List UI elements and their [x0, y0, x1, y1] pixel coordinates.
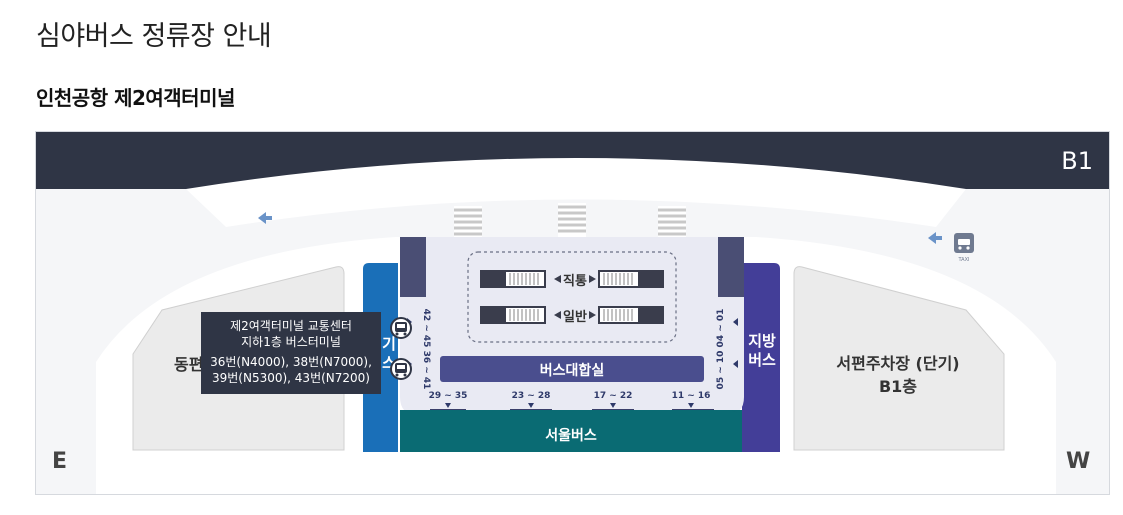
- gate-marker-bottom-4: [688, 403, 694, 408]
- tooltip-line3: 36번(N4000), 38번(N7000),: [210, 355, 372, 369]
- arrow-right-exit-icon: [928, 232, 942, 244]
- gate-marker-bottom-1: [445, 403, 451, 408]
- general-label: 일반: [563, 309, 587, 325]
- gate-marker-bottom-3: [610, 403, 616, 408]
- west-label: W: [1066, 449, 1090, 474]
- escalator-top-3: [658, 206, 686, 240]
- general-escalators: [480, 306, 664, 324]
- gate-marker-bottom-2: [528, 403, 534, 408]
- direct-escalators: [480, 270, 664, 288]
- regional-bus-bay: [742, 263, 780, 452]
- central-hall: [400, 237, 744, 415]
- tooltip-line4: 39번(N5300), 43번(N7200): [211, 371, 370, 385]
- gates-bottom-1: 29 ~ 35: [429, 391, 468, 401]
- gates-left-upper: 42 ~ 45: [421, 309, 431, 348]
- seoul-bus-label: 서울버스: [545, 427, 597, 444]
- gates-right-lower: 05 ~ 10: [716, 351, 726, 390]
- gates-left-lower: 36 ~ 41: [421, 351, 431, 390]
- gates-right-upper: 04 ~ 01: [716, 309, 726, 348]
- west-parking-floor: B1층: [879, 377, 917, 396]
- regional-bus-label2: 버스: [748, 351, 776, 369]
- tooltip-line2: 지하1층 버스터미널: [241, 335, 341, 349]
- map-drawing: TAXI 동편 서편주차장 (단기) B1층 기 스 지방 버스: [52, 158, 1090, 494]
- east-label: E: [52, 449, 67, 474]
- west-parking-block: [793, 266, 1005, 451]
- regional-bus-label1: 지방: [748, 332, 776, 350]
- taxi-icon: TAXI: [954, 233, 974, 263]
- bus-stop-icon[interactable]: [390, 317, 412, 339]
- floor-label: B1: [1061, 147, 1093, 175]
- escalator-top-2: [558, 203, 586, 240]
- section-title: 인천공항 제2여객터미널: [36, 86, 235, 110]
- terminal-map: B1: [35, 131, 1110, 495]
- waiting-room-label: 버스대합실: [540, 362, 604, 379]
- gates-bottom-3: 17 ~ 22: [594, 391, 633, 401]
- east-block-label: 동편: [174, 355, 203, 374]
- gate-marker-right-2: [733, 360, 738, 368]
- direct-label: 직통: [563, 273, 587, 289]
- seoul-bus-bay: [400, 410, 742, 452]
- bus-stop-tooltip: 제2여객터미널 교통센터 지하1층 버스터미널 36번(N4000), 38번(…: [201, 312, 381, 394]
- page-title: 심야버스 정류장 안내: [36, 21, 272, 52]
- gate-marker-right-1: [733, 318, 738, 326]
- arrow-left-icon: [258, 212, 272, 224]
- gates-bottom-2: 23 ~ 28: [512, 391, 551, 401]
- left-bay-char1: 기: [382, 335, 396, 353]
- tooltip-line1: 제2여객터미널 교통센터: [230, 319, 352, 333]
- west-parking-label: 서편주차장 (단기): [836, 354, 959, 373]
- taxi-label: TAXI: [958, 257, 970, 263]
- upper-arc: [186, 158, 966, 227]
- bus-stop-icon[interactable]: [390, 358, 412, 380]
- escalator-top-1: [454, 206, 482, 240]
- gates-bottom-4: 11 ~ 16: [672, 391, 711, 401]
- waiting-room: [440, 356, 704, 382]
